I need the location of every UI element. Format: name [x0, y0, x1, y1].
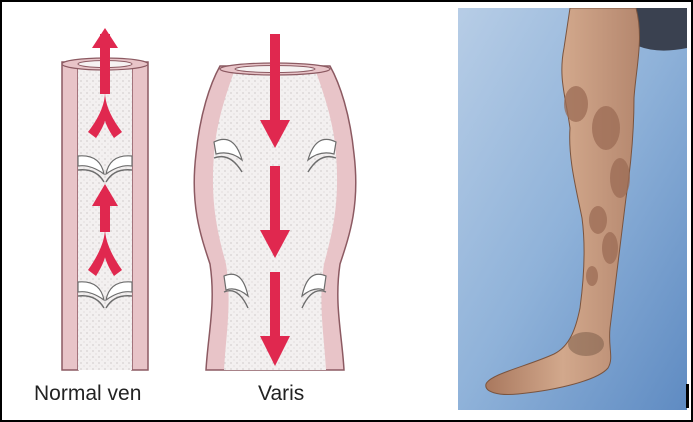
- vein-diagram-svg: [20, 14, 450, 414]
- varicose-vein: [194, 34, 356, 370]
- vein-diagram: Normal ven Varis: [20, 14, 450, 414]
- normal-vein-label: Normal ven: [34, 382, 141, 406]
- leg-photo-svg: [458, 8, 687, 410]
- varicose-vein-label: Varis: [258, 382, 304, 406]
- edge-mark: [686, 384, 689, 408]
- ankle-discoloration: [568, 332, 604, 356]
- normal-vein: [62, 28, 148, 370]
- normal-vein-right-wall: [132, 62, 148, 370]
- leg-photo: [458, 8, 687, 410]
- normal-vein-left-wall: [62, 62, 78, 370]
